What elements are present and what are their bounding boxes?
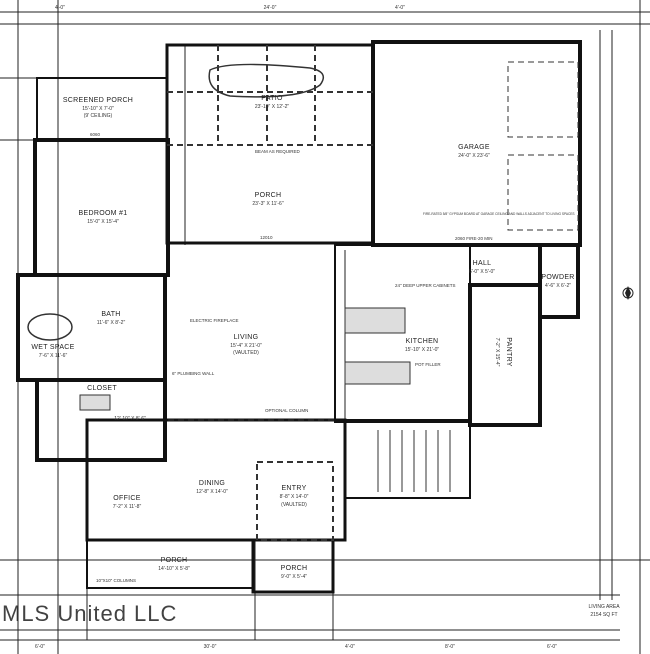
- kitchen-label: KITCHEN: [406, 338, 439, 345]
- living-area-label: LIVING AREA: [588, 604, 620, 610]
- bath-label: BATH: [101, 311, 120, 318]
- fire-board-note: FIRE-RATED 5/8" GYPSUM BOARD AT GARAGE C…: [423, 212, 575, 216]
- dim-bottom: 30'-0": [204, 644, 217, 650]
- watermark: MLS United LLC: [2, 601, 178, 626]
- dim-top: 4'-0": [395, 5, 405, 11]
- annotations: BEAM AS REQUIRED FIRE-RATED 5/8" GYPSUM …: [90, 132, 575, 583]
- dim-bottom: 8'-0": [445, 644, 455, 650]
- patio-label: PATIO: [261, 95, 283, 102]
- screened-porch-size: 15'-10" X 7'-0": [82, 106, 114, 112]
- closet-size: 12'-10" X 8'-6": [114, 416, 146, 422]
- dining-size: 12'-8" X 14'-0": [196, 489, 228, 495]
- pantry-label: PANTRY: [505, 337, 512, 367]
- office-size: 7'-2" X 11'-8": [113, 504, 142, 510]
- bedroom-size: 15'-0" X 15'-4": [87, 219, 119, 225]
- living-area-value: 2154 SQ FT: [590, 612, 617, 618]
- entry-porch-size: 9'-0" X 5'-4": [281, 574, 307, 580]
- pantry-size: 7'-2" X 15'-4": [494, 338, 500, 367]
- office-label: OFFICE: [113, 495, 140, 502]
- walls: [16, 40, 582, 594]
- beam-note: BEAM AS REQUIRED: [255, 149, 301, 154]
- wet-space-size: 7'-6" X 11'-6": [39, 353, 68, 359]
- dim-bottom: 4'-0": [345, 644, 355, 650]
- garage-size: 24'-0" X 23'-6": [458, 153, 490, 159]
- dim-bottom: 6'-0": [547, 644, 557, 650]
- dining-label: DINING: [199, 480, 225, 487]
- living-note: (VAULTED): [233, 350, 259, 356]
- fire-door-note: 2060 FIRE-20 MIN: [455, 236, 493, 241]
- bath-size: 11'-6" X 8'-2": [97, 320, 126, 326]
- entry-label: ENTRY: [281, 485, 306, 492]
- compass-icon: [622, 286, 634, 300]
- dim-top: 4'-0": [55, 5, 65, 11]
- hall-size: 6'-0" X 5'-0": [469, 269, 495, 275]
- entry-size: 8'-8" X 14'-0": [280, 494, 309, 500]
- columns-note: 10"X10" COLUMNS: [96, 578, 136, 583]
- closet-label: CLOSET: [87, 385, 117, 392]
- dimension-labels: 6'-0" 30'-0" 4'-0" 8'-0" 6'-0" 4'-0" 24'…: [35, 5, 620, 650]
- plumbing-wall-note: 6" PLUMBING WALL: [172, 371, 215, 376]
- garage-label: GARAGE: [458, 144, 490, 151]
- bedroom-label: BEDROOM #1: [79, 210, 128, 217]
- pot-filler-note: POT FILLER: [415, 362, 441, 367]
- wet-space-label: WET SPACE: [31, 344, 74, 351]
- entry-note: (VAULTED): [281, 502, 307, 508]
- hall-label: HALL: [473, 260, 492, 267]
- optional-column-note: OPTIONAL COLUMN: [265, 408, 308, 413]
- powder-label: POWDER: [541, 274, 574, 281]
- dim-top: 24'-0": [264, 5, 277, 11]
- screened-porch-note: (9' CEILING): [84, 113, 113, 119]
- powder-size: 4'-6" X 6'-2": [545, 283, 571, 289]
- rear-porch-size: 23'-3" X 11'-6": [252, 201, 283, 207]
- dim-bottom: 6'-0": [35, 644, 45, 650]
- screened-porch-label: SCREENED PORCH: [63, 97, 133, 104]
- door-12010-label: 12010: [260, 235, 273, 240]
- kitchen-size: 15'-10" X 21'-0": [405, 347, 440, 353]
- fireplace-note: ELECTRIC FIREPLACE: [190, 318, 239, 323]
- upper-cabinets-note: 24" DEEP UPPER CABINETS: [395, 283, 456, 288]
- front-porch-label: PORCH: [161, 557, 188, 564]
- front-porch-size: 14'-10" X 5'-8": [158, 566, 190, 572]
- patio-size: 23'-10" X 12'-2": [255, 104, 290, 110]
- living-size: 15'-4" X 21'-0": [230, 343, 262, 349]
- living-label: LIVING: [234, 334, 259, 341]
- rear-porch-label: PORCH: [255, 192, 282, 199]
- room-labels: SCREENED PORCH 15'-10" X 7'-0" (9' CEILI…: [31, 95, 574, 580]
- entry-porch-label: PORCH: [281, 565, 308, 572]
- door-6060-label: 6060: [90, 132, 101, 137]
